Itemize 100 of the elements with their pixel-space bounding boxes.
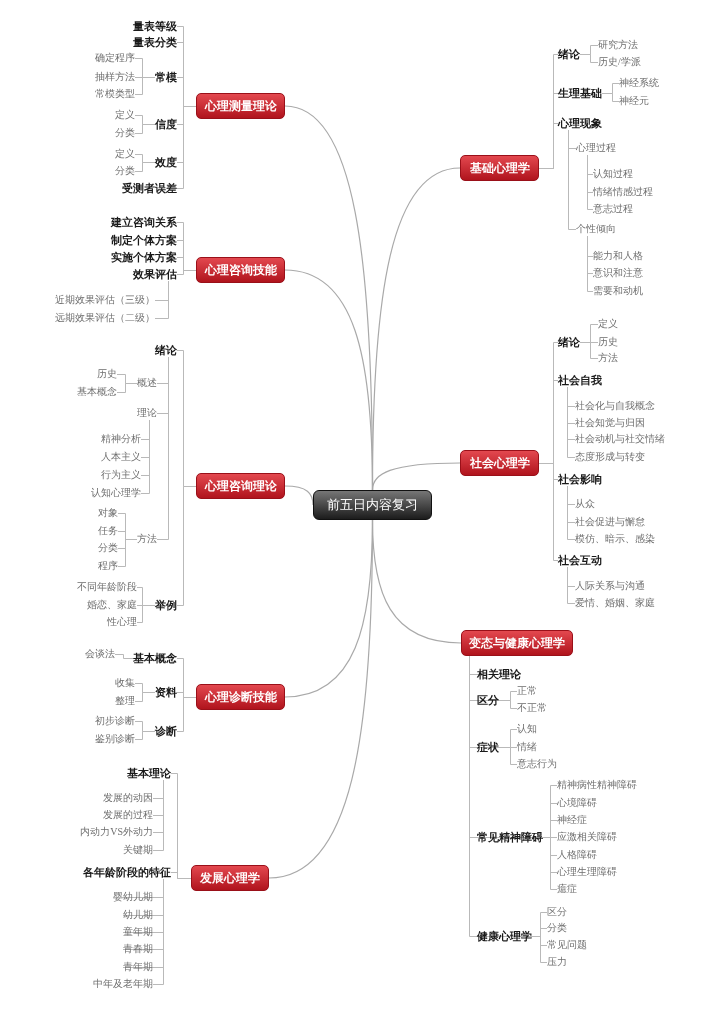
connector-line — [154, 280, 169, 319]
subtopic-label: 内动力VS外动力 — [80, 825, 153, 839]
branch-box: 心理咨询技能 — [196, 257, 285, 283]
branch-box: 心理测量理论 — [196, 93, 285, 119]
subtopic-label: 定义 — [598, 317, 618, 331]
subtopic-label: 认知心理学 — [91, 486, 141, 500]
connector-line — [176, 106, 197, 189]
topic-label: 绪论 — [558, 47, 580, 61]
subtopic-label: 不正常 — [517, 701, 547, 715]
subtopic-label: 方法 — [137, 532, 157, 546]
subtopic-label: 青春期 — [123, 942, 153, 956]
connector-line — [170, 872, 192, 879]
subtopic-label: 常见问题 — [547, 938, 587, 952]
topic-label: 绪论 — [558, 335, 580, 349]
subtopic-label: 意志过程 — [593, 202, 633, 216]
branch-box: 变态与健康心理学 — [461, 630, 573, 656]
branch-curve — [371, 519, 462, 644]
subtopic-label: 压力 — [547, 955, 567, 969]
connector-line — [176, 697, 197, 732]
topic-label: 受测者误差 — [122, 181, 177, 195]
subtopic-label: 定义 — [115, 147, 135, 161]
topic-label: 量表等级 — [133, 19, 177, 33]
connector-line — [538, 463, 559, 561]
subtopic-label: 神经症 — [557, 813, 587, 827]
subtopic-label: 人际关系与沟通 — [575, 579, 645, 593]
connector-line — [134, 162, 156, 172]
topic-label: 心理现象 — [558, 116, 602, 130]
topic-label: 各年龄阶段的特征 — [83, 865, 171, 879]
subtopic-label: 收集 — [115, 676, 135, 690]
subtopic-label: 应激相关障碍 — [557, 830, 617, 844]
connector-line — [176, 270, 197, 275]
connector-line — [601, 93, 620, 102]
subtopic-label: 认知过程 — [593, 167, 633, 181]
connector-line — [567, 386, 576, 458]
topic-label: 区分 — [477, 693, 499, 707]
subtopic-label: 分类 — [547, 921, 567, 935]
subtopic-label: 模仿、暗示、感染 — [575, 532, 655, 546]
subtopic-label: 意识和注意 — [593, 266, 643, 280]
subtopic-label: 对象 — [98, 506, 118, 520]
topic-label: 量表分类 — [133, 35, 177, 49]
topic-label: 实施个体方案 — [111, 250, 177, 264]
subtopic-label: 社会化与自我概念 — [575, 399, 655, 413]
subtopic-label: 社会促进与懈怠 — [575, 515, 645, 529]
topic-label: 基本理论 — [127, 766, 171, 780]
central-topic-box: 前五日内容复习 — [313, 490, 432, 520]
connector-line — [134, 124, 156, 134]
topic-label: 制定个体方案 — [111, 233, 177, 247]
subtopic-label: 个性倾向 — [576, 222, 616, 236]
topic-label: 相关理论 — [477, 667, 521, 681]
topic-label: 基本概念 — [133, 651, 177, 665]
subtopic-label: 从众 — [575, 497, 595, 511]
connector-line — [579, 342, 599, 359]
topic-label: 资料 — [155, 685, 177, 699]
subtopic-label: 正常 — [517, 684, 537, 698]
subtopic-label: 初步诊断 — [95, 714, 135, 728]
topic-label: 常见精神障碍 — [477, 830, 543, 844]
subtopic-label: 意志行为 — [517, 757, 557, 771]
subtopic-label: 理论 — [137, 406, 157, 420]
topic-label: 诊断 — [155, 724, 177, 738]
connector-line — [116, 383, 138, 393]
subtopic-label: 婴幼儿期 — [113, 890, 153, 904]
topic-label: 建立咨询关系 — [111, 215, 177, 229]
subtopic-label: 会谈法 — [85, 647, 115, 661]
subtopic-label: 社会动机与社交情绪 — [575, 432, 665, 446]
connector-line — [579, 54, 599, 63]
connector-line — [117, 539, 138, 567]
connector-line — [134, 692, 156, 702]
subtopic-label: 态度形成与转变 — [575, 450, 645, 464]
subtopic-label: 能力和人格 — [593, 249, 643, 263]
connector-line — [140, 419, 150, 494]
connector-line — [542, 837, 558, 890]
connector-line — [567, 485, 576, 540]
subtopic-label: 历史 — [97, 367, 117, 381]
branch-box: 发展心理学 — [191, 865, 269, 891]
connector-line — [152, 779, 164, 851]
subtopic-label: 基本概念 — [77, 385, 117, 399]
subtopic-label: 精神分析 — [101, 432, 141, 446]
connector-line — [498, 700, 518, 709]
connector-line — [134, 731, 156, 740]
subtopic-label: 心境障碍 — [557, 796, 597, 810]
subtopic-label: 情绪情感过程 — [593, 185, 653, 199]
subtopic-label: 发展的动因 — [103, 791, 153, 805]
branch-curve — [284, 485, 314, 506]
topic-label: 效度 — [155, 155, 177, 169]
subtopic-label: 不同年龄阶段 — [77, 580, 137, 594]
connector-line — [587, 235, 594, 292]
subtopic-label: 远期效果评估（二级） — [55, 311, 155, 325]
topic-label: 社会影响 — [558, 472, 602, 486]
subtopic-label: 鉴别诊断 — [95, 732, 135, 746]
connector-line — [531, 936, 548, 963]
subtopic-label: 定义 — [115, 108, 135, 122]
subtopic-label: 精神病性精神障碍 — [557, 778, 637, 792]
branch-box: 社会心理学 — [460, 450, 539, 476]
connector-line — [568, 129, 577, 230]
connector-line — [567, 566, 576, 604]
branch-box: 心理诊断技能 — [196, 684, 285, 710]
connector-line — [136, 605, 156, 623]
subtopic-label: 抽样方法 — [95, 70, 135, 84]
subtopic-label: 人本主义 — [101, 450, 141, 464]
topic-label: 效果评估 — [133, 267, 177, 281]
